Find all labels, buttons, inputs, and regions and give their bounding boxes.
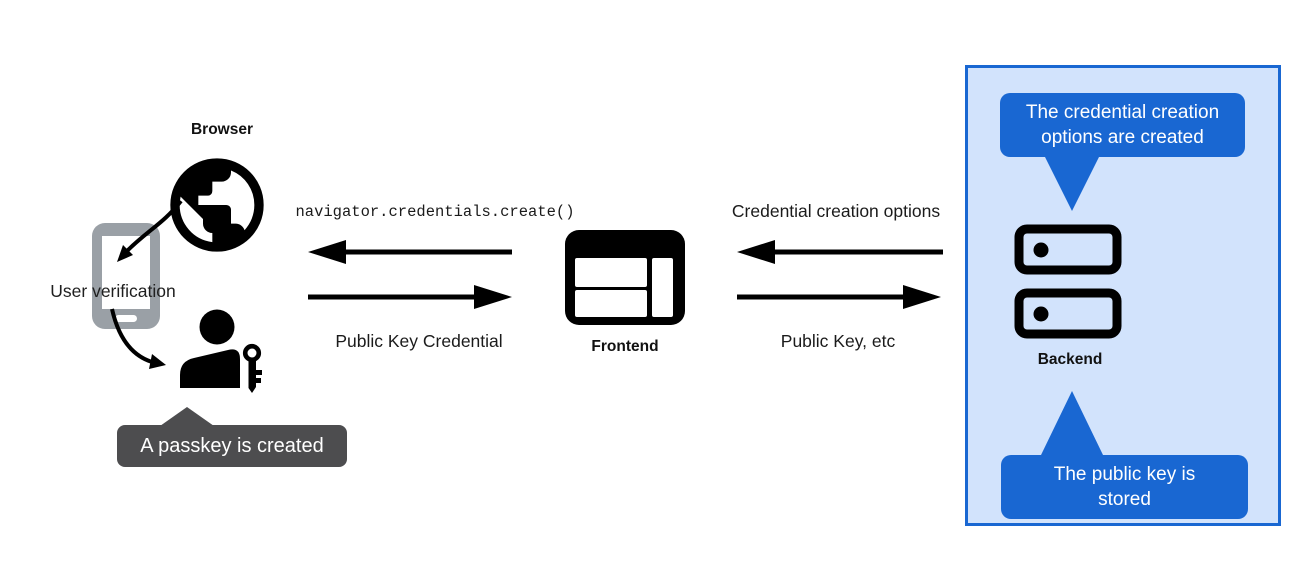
passkey-tooltip-tail [160,407,214,426]
credential-options-tooltip: The credential creation options are crea… [1000,93,1245,158]
arrow-phone-to-user [110,308,166,369]
arrow-browser-to-phone [117,199,183,262]
credential-creation-options-label: Credential creation options [731,201,941,221]
server-stack-icon [1014,224,1122,339]
public-key-etc-label: Public Key, etc [780,331,896,351]
credential-options-tooltip-text: The credential creation options are crea… [1025,102,1220,149]
backend-label: Backend [1037,351,1103,368]
frontend-label: Frontend [591,338,659,355]
backend-panel: The credential creation options are crea… [965,65,1281,526]
public-key-stored-tooltip-tail [1041,391,1103,455]
browser-window-icon [565,230,685,325]
globe-icon [170,158,264,252]
public-key-stored-tooltip: The public key is stored [1001,455,1248,520]
public-key-credential-label: Public Key Credential [335,331,503,351]
arrow-credential-creation-options [737,240,943,264]
arrow-public-key-etc [737,285,941,309]
arrow-public-key-credential [308,285,512,309]
browser-label: Browser [190,121,254,138]
user-verification-label: User verification [50,281,176,301]
credential-options-tooltip-tail [1043,153,1101,211]
passkey-tooltip: A passkey is created [117,425,347,467]
arrow-create-call [308,240,512,264]
user-with-key-icon [180,309,262,393]
public-key-stored-tooltip-text: The public key is stored [1053,464,1196,511]
create-call-label: navigator.credentials.create() [295,203,575,221]
